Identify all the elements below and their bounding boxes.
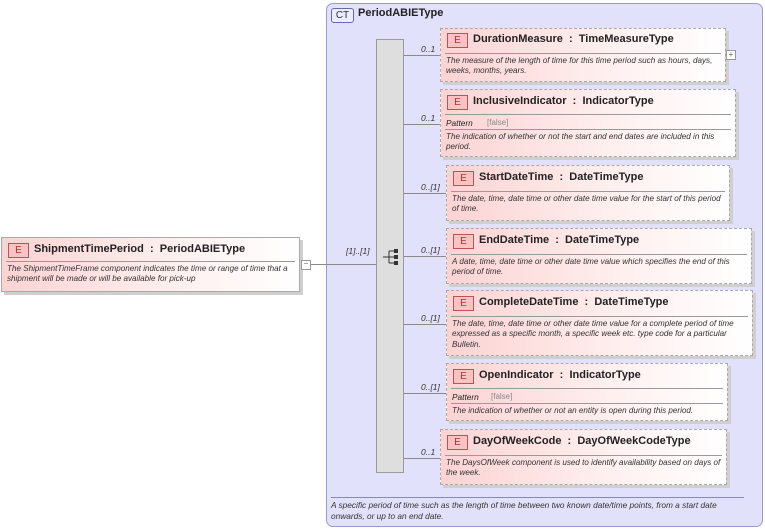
connector-line [404,324,446,325]
element-badge: E [8,243,29,258]
element-documentation: The date, time, date time or other date … [452,194,721,214]
element-name: EndDateTime [479,234,550,246]
element-badge: E [453,234,474,249]
root-element-separator [6,261,295,262]
element-title: EndDateTime : DateTimeType [479,234,640,246]
element-type: IndicatorType [569,369,641,381]
root-element-documentation: The ShipmentTimeFrame component indicate… [7,264,288,284]
element-documentation: The indication of whether or not an enti… [452,406,694,415]
element-title: StartDateTime : DateTimeType [479,171,644,183]
root-occurrence: [1]..[1] [346,246,370,256]
element-documentation: A date, time, date time or other date ti… [452,257,730,277]
element-separator [451,388,723,389]
element-badge: E [453,171,474,186]
element-box-day-of-week-code[interactable]: E DayOfWeekCode : DayOfWeekCodeType The … [440,429,727,485]
element-box-complete-date-time[interactable]: E CompleteDateTime : DateTimeType The da… [446,290,753,356]
facet-value: [false] [487,118,509,127]
element-name: DurationMeasure [473,33,563,45]
complex-type-badge: CT [331,8,354,23]
element-documentation: The indication of whether or not the sta… [446,132,715,152]
facet-label: Pattern [452,392,479,402]
element-type: IndicatorType [582,95,654,107]
complex-type-documentation: A specific period of time such as the le… [331,500,717,521]
element-title: OpenIndicator : IndicatorType [479,369,641,381]
collapse-toggle[interactable]: − [301,260,311,270]
element-box-start-date-time[interactable]: E StartDateTime : DateTimeType The date,… [446,165,730,221]
element-type: DateTimeType [565,234,640,246]
connector-line [404,124,440,125]
element-documentation: The date, time, date time or other date … [452,319,734,349]
element-type: PeriodABIEType [159,243,246,255]
connector-line [404,393,446,394]
child-occurrence: 0..[1] [421,313,440,323]
complex-type-title[interactable]: PeriodABIEType [358,7,444,19]
root-element-title: ShipmentTimePeriod : PeriodABIEType [34,243,246,255]
element-separator [451,191,725,192]
child-occurrence: 0..1 [421,113,436,123]
child-occurrence: 0..[1] [421,182,440,192]
connector-line [404,458,440,459]
element-box-inclusive-indicator[interactable]: E InclusiveIndicator : IndicatorType Pat… [440,89,736,157]
element-name: ShipmentTimePeriod [34,243,144,255]
element-badge: E [453,296,474,311]
element-badge: E [453,369,474,384]
element-title: InclusiveIndicator : IndicatorType [473,95,654,107]
root-element-box[interactable]: E ShipmentTimePeriod : PeriodABIEType Th… [1,237,300,292]
child-occurrence: 0..1 [421,447,436,457]
element-box-duration-measure[interactable]: E DurationMeasure : TimeMeasureType The … [440,28,726,82]
element-badge: E [447,95,468,110]
facet-value: [false] [491,392,513,401]
child-occurrence: 0..1 [421,44,436,54]
element-title: DurationMeasure : TimeMeasureType [473,33,674,45]
facet-label: Pattern [446,118,473,128]
connector-line [404,193,446,194]
element-separator [445,129,731,130]
element-name: DayOfWeekCode [473,435,562,447]
element-separator [451,254,747,255]
element-name: StartDateTime [479,171,554,183]
complex-type-separator [331,497,744,498]
element-box-end-date-time[interactable]: E EndDateTime : DateTimeType A date, tim… [446,228,752,284]
connector-line [311,264,376,265]
sequence-icon[interactable] [381,248,401,266]
element-name: OpenIndicator [479,369,554,381]
element-documentation: The measure of the length of time for th… [446,56,713,76]
element-separator [445,455,722,456]
connector-line [404,256,446,257]
element-separator [451,403,723,404]
element-title: DayOfWeekCode : DayOfWeekCodeType [473,435,691,447]
connector-line [404,55,440,56]
element-title: CompleteDateTime : DateTimeType [479,296,669,308]
element-separator [445,114,731,115]
element-type: DateTimeType [594,296,669,308]
element-name: CompleteDateTime [479,296,579,308]
element-separator [451,316,748,317]
element-badge: E [447,435,468,450]
element-name: InclusiveIndicator [473,95,567,107]
child-occurrence: 0..[1] [421,382,440,392]
element-box-open-indicator[interactable]: E OpenIndicator : IndicatorType Pattern … [446,363,728,421]
child-occurrence: 0..[1] [421,245,440,255]
element-badge: E [447,33,468,48]
element-documentation: The DaysOfWeek component is used to iden… [446,458,721,478]
element-separator [445,53,721,54]
element-type: DateTimeType [569,171,644,183]
expand-toggle[interactable]: + [726,50,736,60]
element-type: DayOfWeekCodeType [577,435,691,447]
sequence-compositor [376,39,404,473]
element-type: TimeMeasureType [578,33,674,45]
